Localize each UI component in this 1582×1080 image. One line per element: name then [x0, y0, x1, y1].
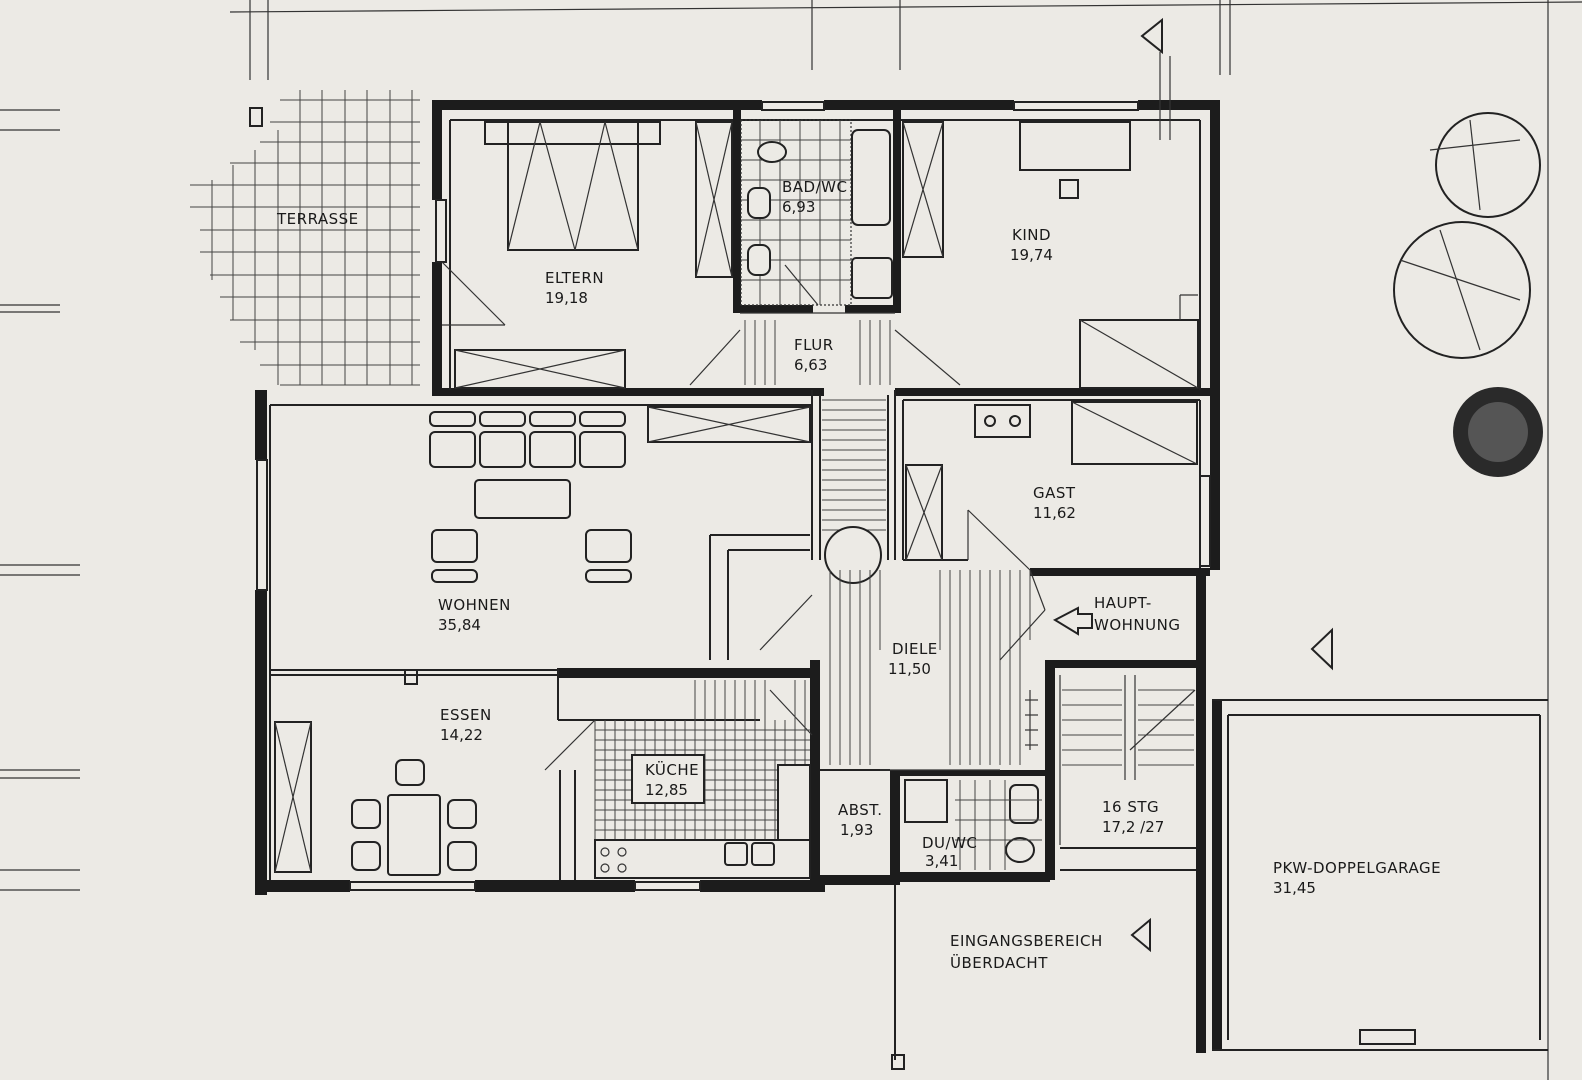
label-diele: DIELE — [892, 640, 938, 658]
walls — [255, 100, 1548, 1070]
label-kueche: KÜCHE — [645, 760, 699, 779]
label-kind: KIND — [1012, 226, 1051, 244]
label-stairs-rise: 17,2 /27 — [1102, 818, 1164, 836]
area-essen: 14,22 — [440, 726, 483, 744]
area-du-wc: 3,41 — [925, 852, 958, 870]
label-abst: ABST. — [838, 801, 882, 819]
label-hauptwohnung-2: WOHNUNG — [1094, 616, 1180, 634]
area-diele: 11,50 — [888, 660, 931, 678]
label-eingang-2: ÜBERDACHT — [950, 953, 1048, 972]
label-flur: FLUR — [794, 336, 834, 354]
area-abst: 1,93 — [840, 821, 873, 839]
area-eltern: 19,18 — [545, 289, 588, 307]
area-kueche: 12,85 — [645, 781, 688, 799]
essen-furniture — [274, 721, 477, 876]
bad-wc-fixtures — [740, 119, 893, 306]
area-flur: 6,63 — [794, 356, 827, 374]
section-markers — [1130, 17, 1333, 953]
label-hauptwohnung-1: HAUPT- — [1094, 594, 1152, 612]
label-garage: PKW-DOPPELGARAGE — [1273, 859, 1441, 877]
label-eingang-1: EINGANGSBEREICH — [950, 932, 1103, 950]
label-essen: ESSEN — [440, 706, 492, 724]
label-gast: GAST — [1033, 484, 1076, 502]
area-garage: 31,45 — [1273, 879, 1316, 897]
label-du-wc: DU/WC — [922, 834, 977, 852]
kueche-fixtures — [544, 680, 811, 879]
wohnen-furniture — [429, 406, 811, 583]
area-gast: 11,62 — [1033, 504, 1076, 522]
stairs — [1059, 675, 1196, 845]
label-terrasse: TERRASSE — [276, 210, 359, 228]
label-eltern: ELTERN — [545, 269, 604, 287]
trees — [1393, 112, 1543, 477]
terrasse-grid — [190, 90, 420, 386]
area-wohnen: 35,84 — [438, 616, 481, 634]
label-stairs-count: 16 STG — [1102, 798, 1159, 816]
windows — [256, 101, 1211, 891]
area-bad-wc: 6,93 — [782, 198, 815, 216]
eltern-furniture — [441, 121, 733, 389]
room-labels: TERRASSE ELTERN 19,18 BAD/WC 6,93 KIND 1… — [276, 178, 1441, 972]
gast-furniture — [905, 401, 1198, 571]
area-kind: 19,74 — [1010, 246, 1053, 264]
kind-furniture — [902, 121, 1199, 389]
label-wohnen: WOHNEN — [438, 596, 511, 614]
flur-stairs — [689, 312, 961, 584]
du-wc-fixtures — [904, 779, 1042, 870]
label-bad-wc: BAD/WC — [782, 178, 847, 196]
diele-floor — [759, 569, 1093, 771]
